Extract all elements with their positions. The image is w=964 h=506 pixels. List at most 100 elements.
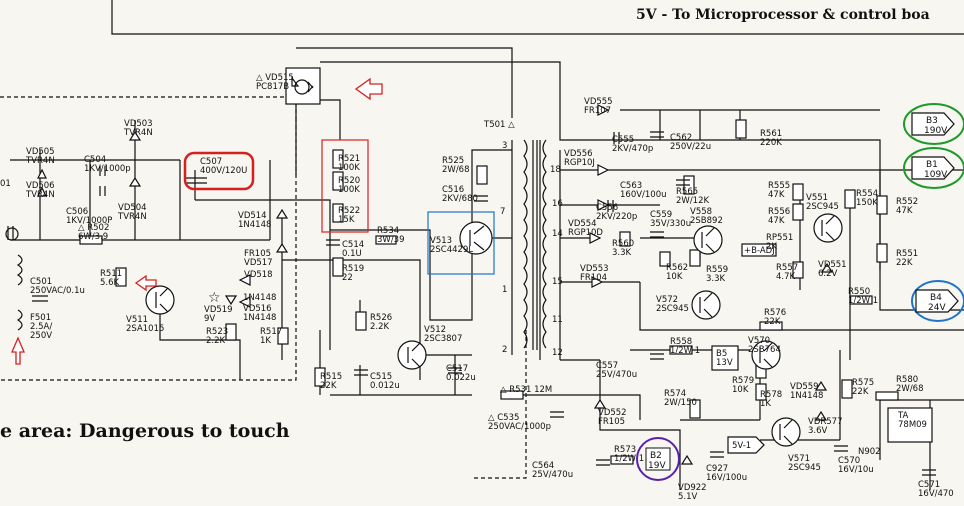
label-r523-line: R523 (206, 327, 228, 337)
label-vd551-line: 6.2V (818, 269, 838, 279)
label-vdr577-line: VDR577 (808, 417, 843, 427)
label-f501-line: 2.5A/ (30, 322, 52, 332)
label-vd922-line: VD922 (678, 483, 707, 493)
label-c562-line: C562 (670, 133, 692, 143)
label-r580-line: 2W/68 (896, 384, 924, 394)
label-r556-line: R556 (768, 207, 790, 217)
label-vd553-line: VD553 (580, 264, 609, 274)
label-r557-line: R557 (776, 263, 798, 273)
label-r561-line: R561 (760, 129, 782, 139)
label-r562-line: R562 (666, 263, 688, 273)
output-b3-arrow (911, 112, 955, 136)
label-n4148b-line: 1N4148 (243, 293, 276, 303)
label-n902-line: N902 (858, 447, 881, 457)
label-r502-line: 6W/3.9 (78, 232, 108, 242)
b5-box (711, 345, 739, 371)
label-r559-line: 3.3K (706, 274, 726, 284)
label-r534-line: R534 (377, 226, 399, 236)
label-c927-line: 16V/100u (706, 473, 747, 483)
svg-text:☆: ☆ (208, 290, 221, 306)
label-pin1-line: 1 (502, 285, 507, 295)
label-c504-line: 1KV/1000p (84, 164, 131, 174)
label-pin16: 16 (552, 199, 563, 209)
label-vd518: VD518 (244, 270, 273, 280)
label-c514-line: 0.1U (342, 249, 362, 259)
label-pin18-line: 18 (550, 165, 561, 175)
label-r573-line: R573 (614, 445, 636, 455)
output-b1-name: B1 (926, 160, 938, 170)
label-vd505-line: TVR4N (25, 156, 55, 166)
label-r526-line: R526 (370, 313, 392, 323)
label-c506-line: 1KV/1000P (66, 216, 112, 226)
label-r554-line: 150K (856, 198, 878, 208)
transformer-t501 (523, 139, 547, 350)
label-v551-line: V551 (806, 193, 828, 203)
label-v570-line: V570 (748, 336, 770, 346)
label-pin14: 14 (552, 229, 563, 239)
label-c506-line: C506 (66, 207, 88, 217)
output-b2-volt: 19V (648, 461, 666, 471)
label-vd516-line: 1N4148 (243, 313, 276, 323)
label-r523-line: 2.2K (206, 336, 226, 346)
label-vd922-line: 5.1V (678, 492, 698, 502)
label-pin15-line: 15 (552, 277, 563, 287)
label-c559-line: C559 (650, 210, 672, 220)
label-f501-line: F501 (30, 313, 51, 323)
label-vd556-line: RGP10J (564, 158, 595, 168)
label-pin3: 3 (502, 141, 507, 151)
label-r565-line: 2W/12K (676, 196, 709, 206)
label-pin3-line: 3 (502, 141, 507, 151)
label-v558-line: 2SB892 (690, 216, 723, 226)
label-pin16-line: 16 (552, 199, 563, 209)
label-c563-line: C563 (620, 181, 642, 191)
label-c501-line: C501 (30, 277, 52, 287)
label-ta-line: TA (897, 411, 909, 421)
label-c571-line: C571 (918, 480, 940, 490)
label-vd552-line: FR105 (598, 417, 625, 427)
label-c501-line: 250VAC/0.1u (30, 286, 85, 296)
label-c570-line: 16V/10u (838, 465, 874, 475)
label-r531: △ R531 12M (500, 385, 552, 395)
label-rp551-line: 2K (766, 242, 777, 252)
label-vd515-line: PC817B (256, 82, 289, 92)
label-r576-line: 22K (764, 317, 781, 327)
label-vdr577-line: 3.6V (808, 426, 828, 436)
label-pin7: 7 (500, 207, 505, 217)
label-v513-line: V513 (430, 236, 452, 246)
label-c517-line: C517 (446, 364, 468, 374)
label-c515-line: 0.012u (370, 381, 400, 391)
warning-text: e area: Dangerous to touch (0, 420, 290, 442)
optocoupler-vd515 (285, 67, 321, 105)
banner-title: 5V - To Microprocessor & control boa (636, 7, 930, 23)
label-r575-line: 22K (852, 387, 869, 397)
label-vd514-line: VD514 (238, 211, 267, 221)
label-v570-line: 2SB764 (748, 345, 781, 355)
label-pin12: 12 (552, 348, 563, 358)
label-r550-line: 1/2W 1 (848, 296, 878, 306)
label-r558-line: 1/2W 1 (670, 346, 700, 356)
